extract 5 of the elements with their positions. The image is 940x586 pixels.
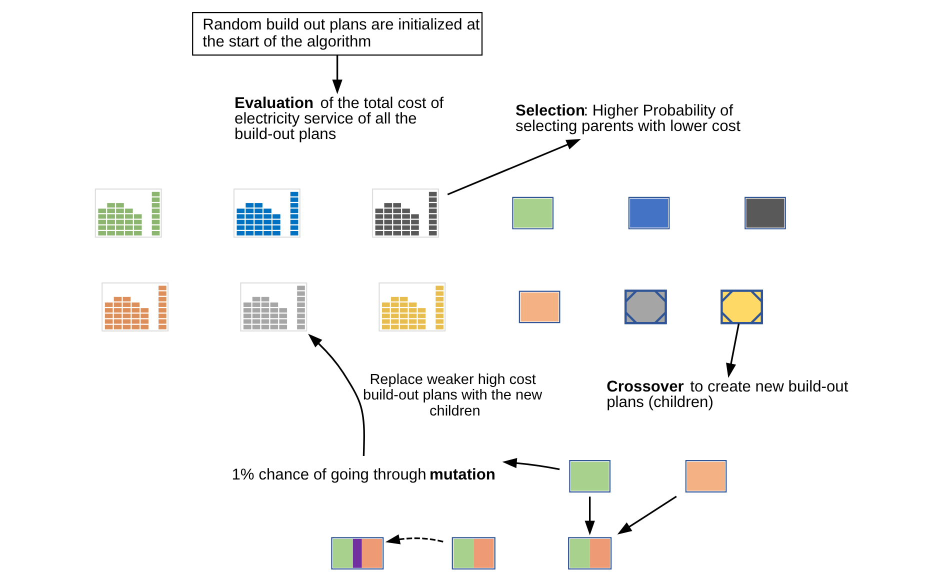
node-text: Selection: Higher Probability of selecting parents with lower cost [516, 102, 740, 136]
node-text: 1% chance of going through mutation [232, 466, 496, 484]
node-text: Crossover to create new build-out plans (children) [606, 378, 848, 412]
node-text: Evaluation of the total cost of electricity service of all the build-out plans [234, 94, 444, 144]
edge-label: Replace weaker high cost build-out plans with the new children [363, 372, 542, 420]
